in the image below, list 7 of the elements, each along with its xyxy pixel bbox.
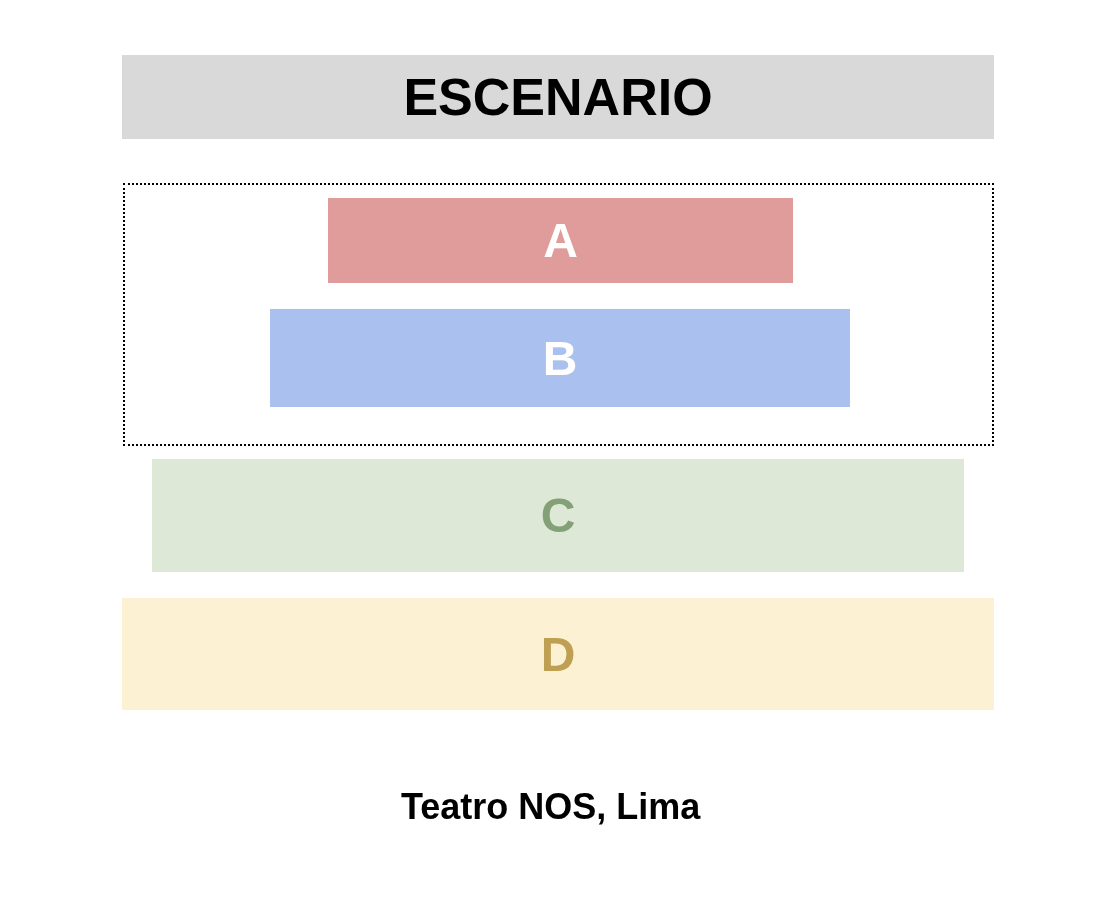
seating-section: C bbox=[152, 459, 964, 572]
seating-section: A bbox=[328, 198, 793, 283]
seating-section: D bbox=[122, 598, 994, 710]
seating-section: B bbox=[270, 309, 850, 407]
dotted-zone-outline bbox=[123, 183, 994, 446]
stage-area: ESCENARIO bbox=[122, 55, 994, 139]
caption: Teatro NOS, Lima bbox=[401, 786, 701, 828]
